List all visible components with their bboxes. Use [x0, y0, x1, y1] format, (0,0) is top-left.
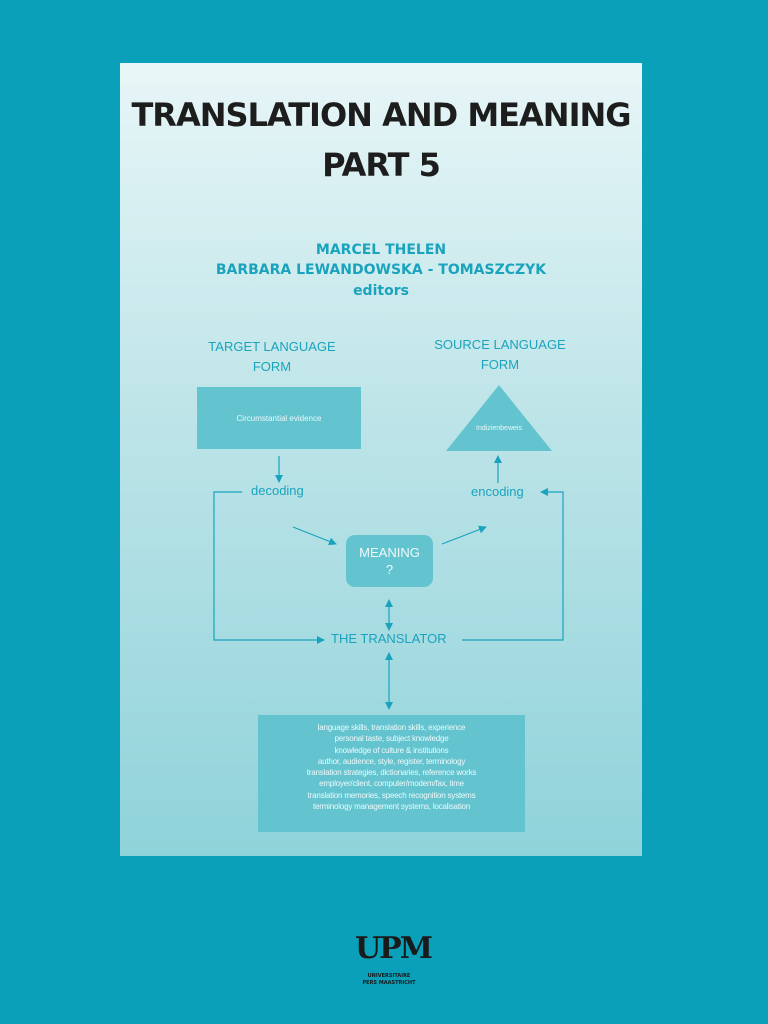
knowledge-line: personal taste, subject knowledge — [334, 734, 449, 744]
diagram-connectors — [213, 455, 564, 710]
source-label-line: SOURCE LANGUAGE — [434, 337, 566, 352]
editor-name: MARCEL THELEN — [315, 242, 447, 258]
translator-label: THE TRANSLATOR — [331, 631, 447, 646]
source-language-label: SOURCE LANGUAGE FORM — [420, 335, 580, 375]
knowledge-line: terminology management systems, localisa… — [312, 802, 471, 812]
knowledge-line: knowledge of culture & institutions — [334, 745, 449, 755]
knowledge-line: translation strategies, dictionaries, re… — [306, 768, 477, 778]
meaning-box: MEANING ? — [346, 535, 433, 587]
editors-label: editors — [353, 283, 409, 299]
source-form-triangle — [446, 385, 552, 451]
knowledge-line: language skills, translation skills, exp… — [317, 723, 466, 732]
knowledge-line: author, audience, style, register, termi… — [317, 756, 466, 766]
target-form-box: Circumstantial evidence — [197, 387, 361, 449]
meaning-label: MEANING — [359, 545, 420, 560]
logo-mark: UPM — [355, 931, 433, 966]
arrow-decoding-to-meaning — [292, 526, 337, 546]
loop-left — [213, 491, 325, 644]
target-label-line: FORM — [252, 359, 292, 374]
logo-text: UNIVERSITAIRE — [367, 973, 411, 979]
source-label-line: FORM — [480, 357, 520, 372]
knowledge-line: translation memories, speech recognition… — [307, 790, 476, 800]
publisher-logo: UPM UNIVERSITAIRE PERS MAASTRICHT — [355, 929, 433, 1001]
book-cover: TRANSLATION AND MEANING PART 5 MARCEL TH… — [120, 63, 642, 856]
translator-knowledge-box: language skills, translation skills, exp… — [258, 715, 525, 832]
book-title: TRANSLATION AND MEANING — [131, 96, 631, 134]
encoding-label: encoding — [471, 484, 524, 499]
source-triangle-text: Indizienbeweis — [476, 425, 522, 432]
knowledge-line: employer/client, computer/modem/fax, tim… — [319, 779, 464, 789]
target-label-line: TARGET LANGUAGE — [208, 339, 336, 354]
target-box-text: Circumstantial evidence — [236, 413, 322, 423]
editor-name: BARBARA LEWANDOWSKA - TOMASZCZYK — [215, 262, 547, 278]
logo-text: PERS MAASTRICHT — [362, 980, 416, 986]
arrow-meaning-to-encoding — [441, 525, 487, 545]
loop-right — [462, 488, 564, 641]
decoding-label: decoding — [251, 483, 304, 498]
meaning-question: ? — [385, 562, 394, 577]
book-subtitle: PART 5 — [322, 146, 441, 184]
target-language-label: TARGET LANGUAGE FORM — [192, 337, 352, 377]
